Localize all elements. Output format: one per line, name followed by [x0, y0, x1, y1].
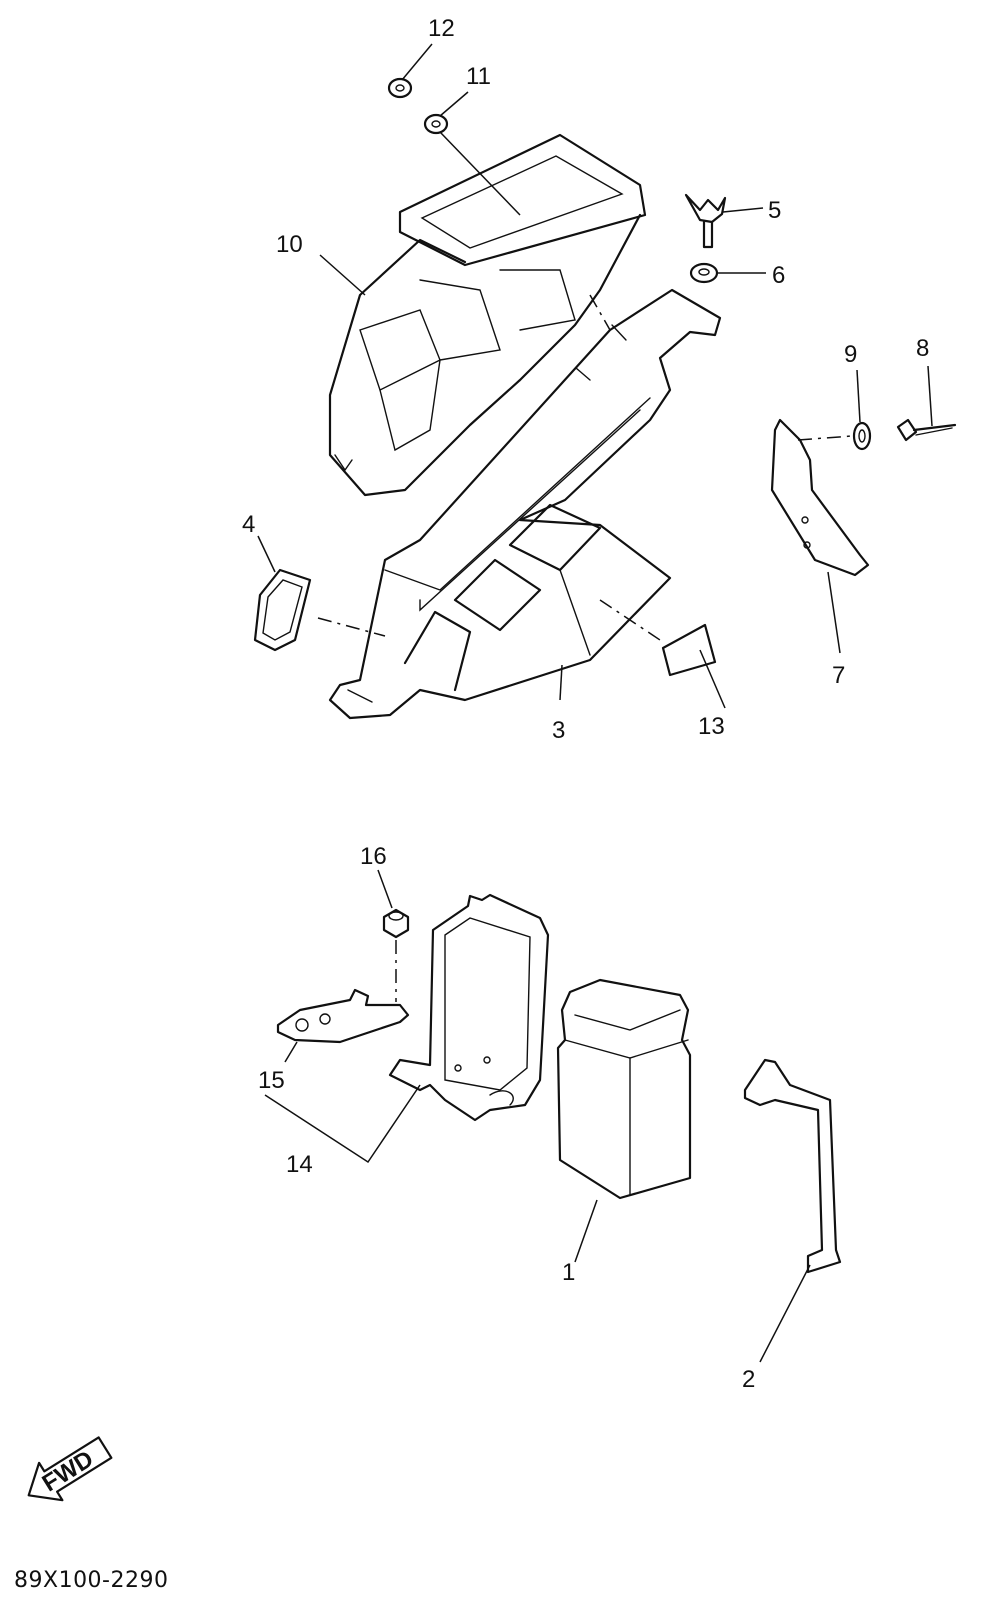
callout-16: 16	[360, 843, 387, 870]
callout-1: 1	[562, 1259, 575, 1286]
callout-13: 13	[698, 713, 725, 740]
callout-6: 6	[772, 262, 785, 289]
callout-9: 9	[844, 341, 857, 368]
fwd-arrow-icon: FWD	[27, 1436, 113, 1502]
callout-12: 12	[428, 15, 455, 42]
callout-3: 3	[552, 717, 565, 744]
callout-8: 8	[916, 335, 929, 362]
callout-7: 7	[832, 662, 845, 689]
callout-labels: 12 11 10 5 6 9 8 4 7 3 13 16 15 14 1 2	[242, 15, 929, 1393]
part-screw-clip	[896, 418, 957, 442]
callout-11: 11	[466, 63, 491, 90]
part-grommet-rectangular	[253, 568, 312, 652]
part-grommet-small	[852, 421, 872, 451]
part-bracket-assembly	[388, 893, 550, 1122]
callout-5: 5	[768, 197, 781, 224]
callout-14: 14	[286, 1151, 313, 1178]
callout-10: 10	[276, 231, 303, 258]
part-wing-bolt	[684, 193, 727, 249]
callout-2: 2	[742, 1366, 755, 1393]
part-battery-box	[328, 288, 722, 720]
part-nut-top	[387, 77, 413, 99]
part-washer	[689, 262, 719, 284]
callout-15: 15	[258, 1067, 285, 1094]
callout-4: 4	[242, 511, 255, 538]
part-bracket	[770, 418, 870, 577]
drawing-code: 89X100-2290	[14, 1568, 169, 1593]
fwd-label: FWD	[38, 1445, 99, 1497]
part-flange-nut	[382, 908, 410, 939]
part-nut	[423, 113, 449, 135]
part-pad	[661, 623, 717, 677]
leader-lines	[257, 43, 933, 1363]
part-battery-band	[743, 1058, 842, 1274]
part-battery	[556, 978, 692, 1200]
part-air-duct	[328, 133, 647, 497]
part-plate	[276, 988, 410, 1044]
